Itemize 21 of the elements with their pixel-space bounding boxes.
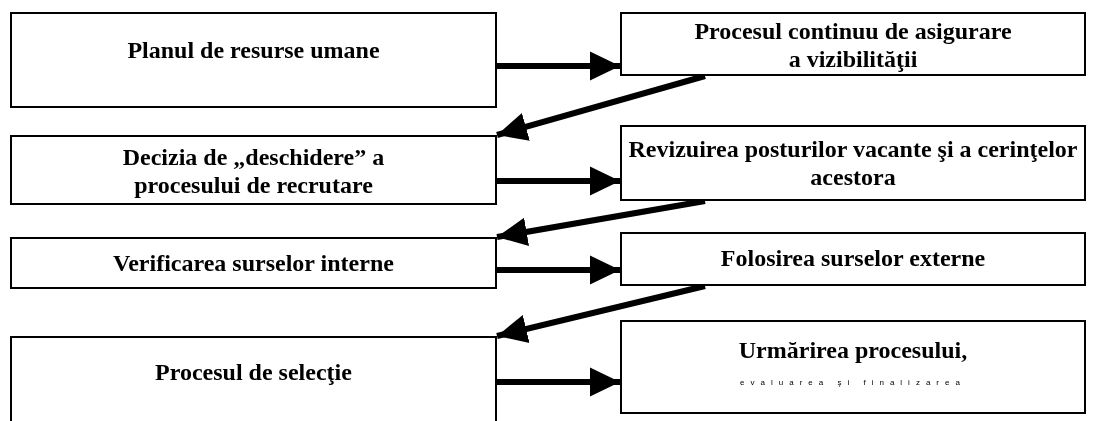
box-label: Planul de resurse umane <box>127 36 380 64</box>
arrow <box>497 367 620 397</box>
process-box <box>10 237 497 289</box>
box-label: Folosirea surselor externe <box>720 244 986 272</box>
process-box <box>620 232 1086 286</box>
process-box <box>10 135 497 205</box>
process-box <box>620 125 1086 201</box>
box-label: Procesul de selecţie <box>155 358 352 386</box>
process-box <box>620 320 1086 414</box>
box-subtitle: evaluarea şi finalizarea <box>740 378 966 387</box>
process-box <box>620 12 1086 76</box>
arrow <box>497 255 620 285</box>
box-label: Revizuirea posturilor vacante şi a cerinţelor acestora <box>627 135 1079 191</box>
box-label: Procesul continuu de asigurare a vizibilităţii <box>693 17 1013 73</box>
process-box <box>10 12 497 108</box>
arrow <box>497 166 620 196</box>
box-label: Verificarea surselor interne <box>113 249 394 277</box>
arrow <box>497 51 620 81</box>
process-box <box>10 336 497 421</box>
box-label: Urmărirea procesului, <box>738 336 968 364</box>
box-label: Decizia de „deschidere” a procesului de recrutare <box>121 143 386 199</box>
